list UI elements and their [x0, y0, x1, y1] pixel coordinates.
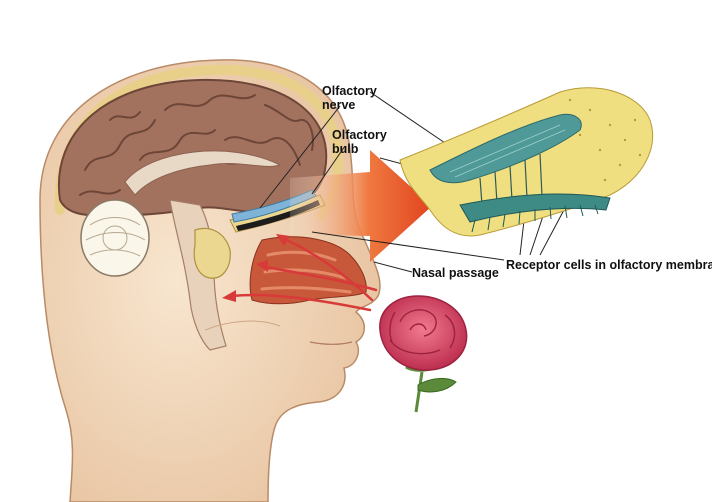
mouth-line — [309, 341, 353, 345]
membrane-inset — [399, 87, 654, 237]
label-nasal-passage: Nasal passage — [412, 266, 499, 280]
label-olfactory-bulb-line2: bulb — [332, 142, 359, 156]
airflow-arrows — [230, 236, 378, 312]
inset-membrane — [459, 193, 611, 223]
inset-bone — [399, 87, 654, 237]
rose-petals — [389, 309, 456, 355]
cilia — [471, 204, 599, 233]
bone-texture — [568, 98, 642, 182]
label-receptor-cells: Receptor cells in olfactory membrane — [506, 258, 712, 272]
inset-bulb-lines — [449, 124, 566, 178]
bulb-plate — [236, 200, 320, 231]
rose-bloom — [379, 295, 468, 371]
rose-stem — [414, 371, 424, 413]
airflow-arrowheads — [222, 234, 290, 302]
label-olfactory-nerve: Olfactory nerve — [322, 84, 377, 112]
label-olfactory-bulb-line1: Olfactory — [332, 128, 387, 142]
corpus-callosum — [124, 150, 282, 196]
receptor-stalks — [479, 153, 543, 206]
cheek-line — [204, 320, 281, 331]
label-olfactory-nerve-line1: Olfactory — [322, 84, 377, 98]
label-olfactory-nerve-line2: nerve — [322, 98, 356, 112]
cerebellum — [80, 199, 150, 277]
nasal-turbinates — [260, 250, 352, 294]
label-olfactory-bulb: Olfactory bulb — [332, 128, 387, 156]
sphenoid-bone — [193, 227, 231, 279]
rose — [379, 295, 468, 413]
cerebellum-folia — [85, 217, 146, 257]
rose-leaf — [417, 377, 457, 393]
